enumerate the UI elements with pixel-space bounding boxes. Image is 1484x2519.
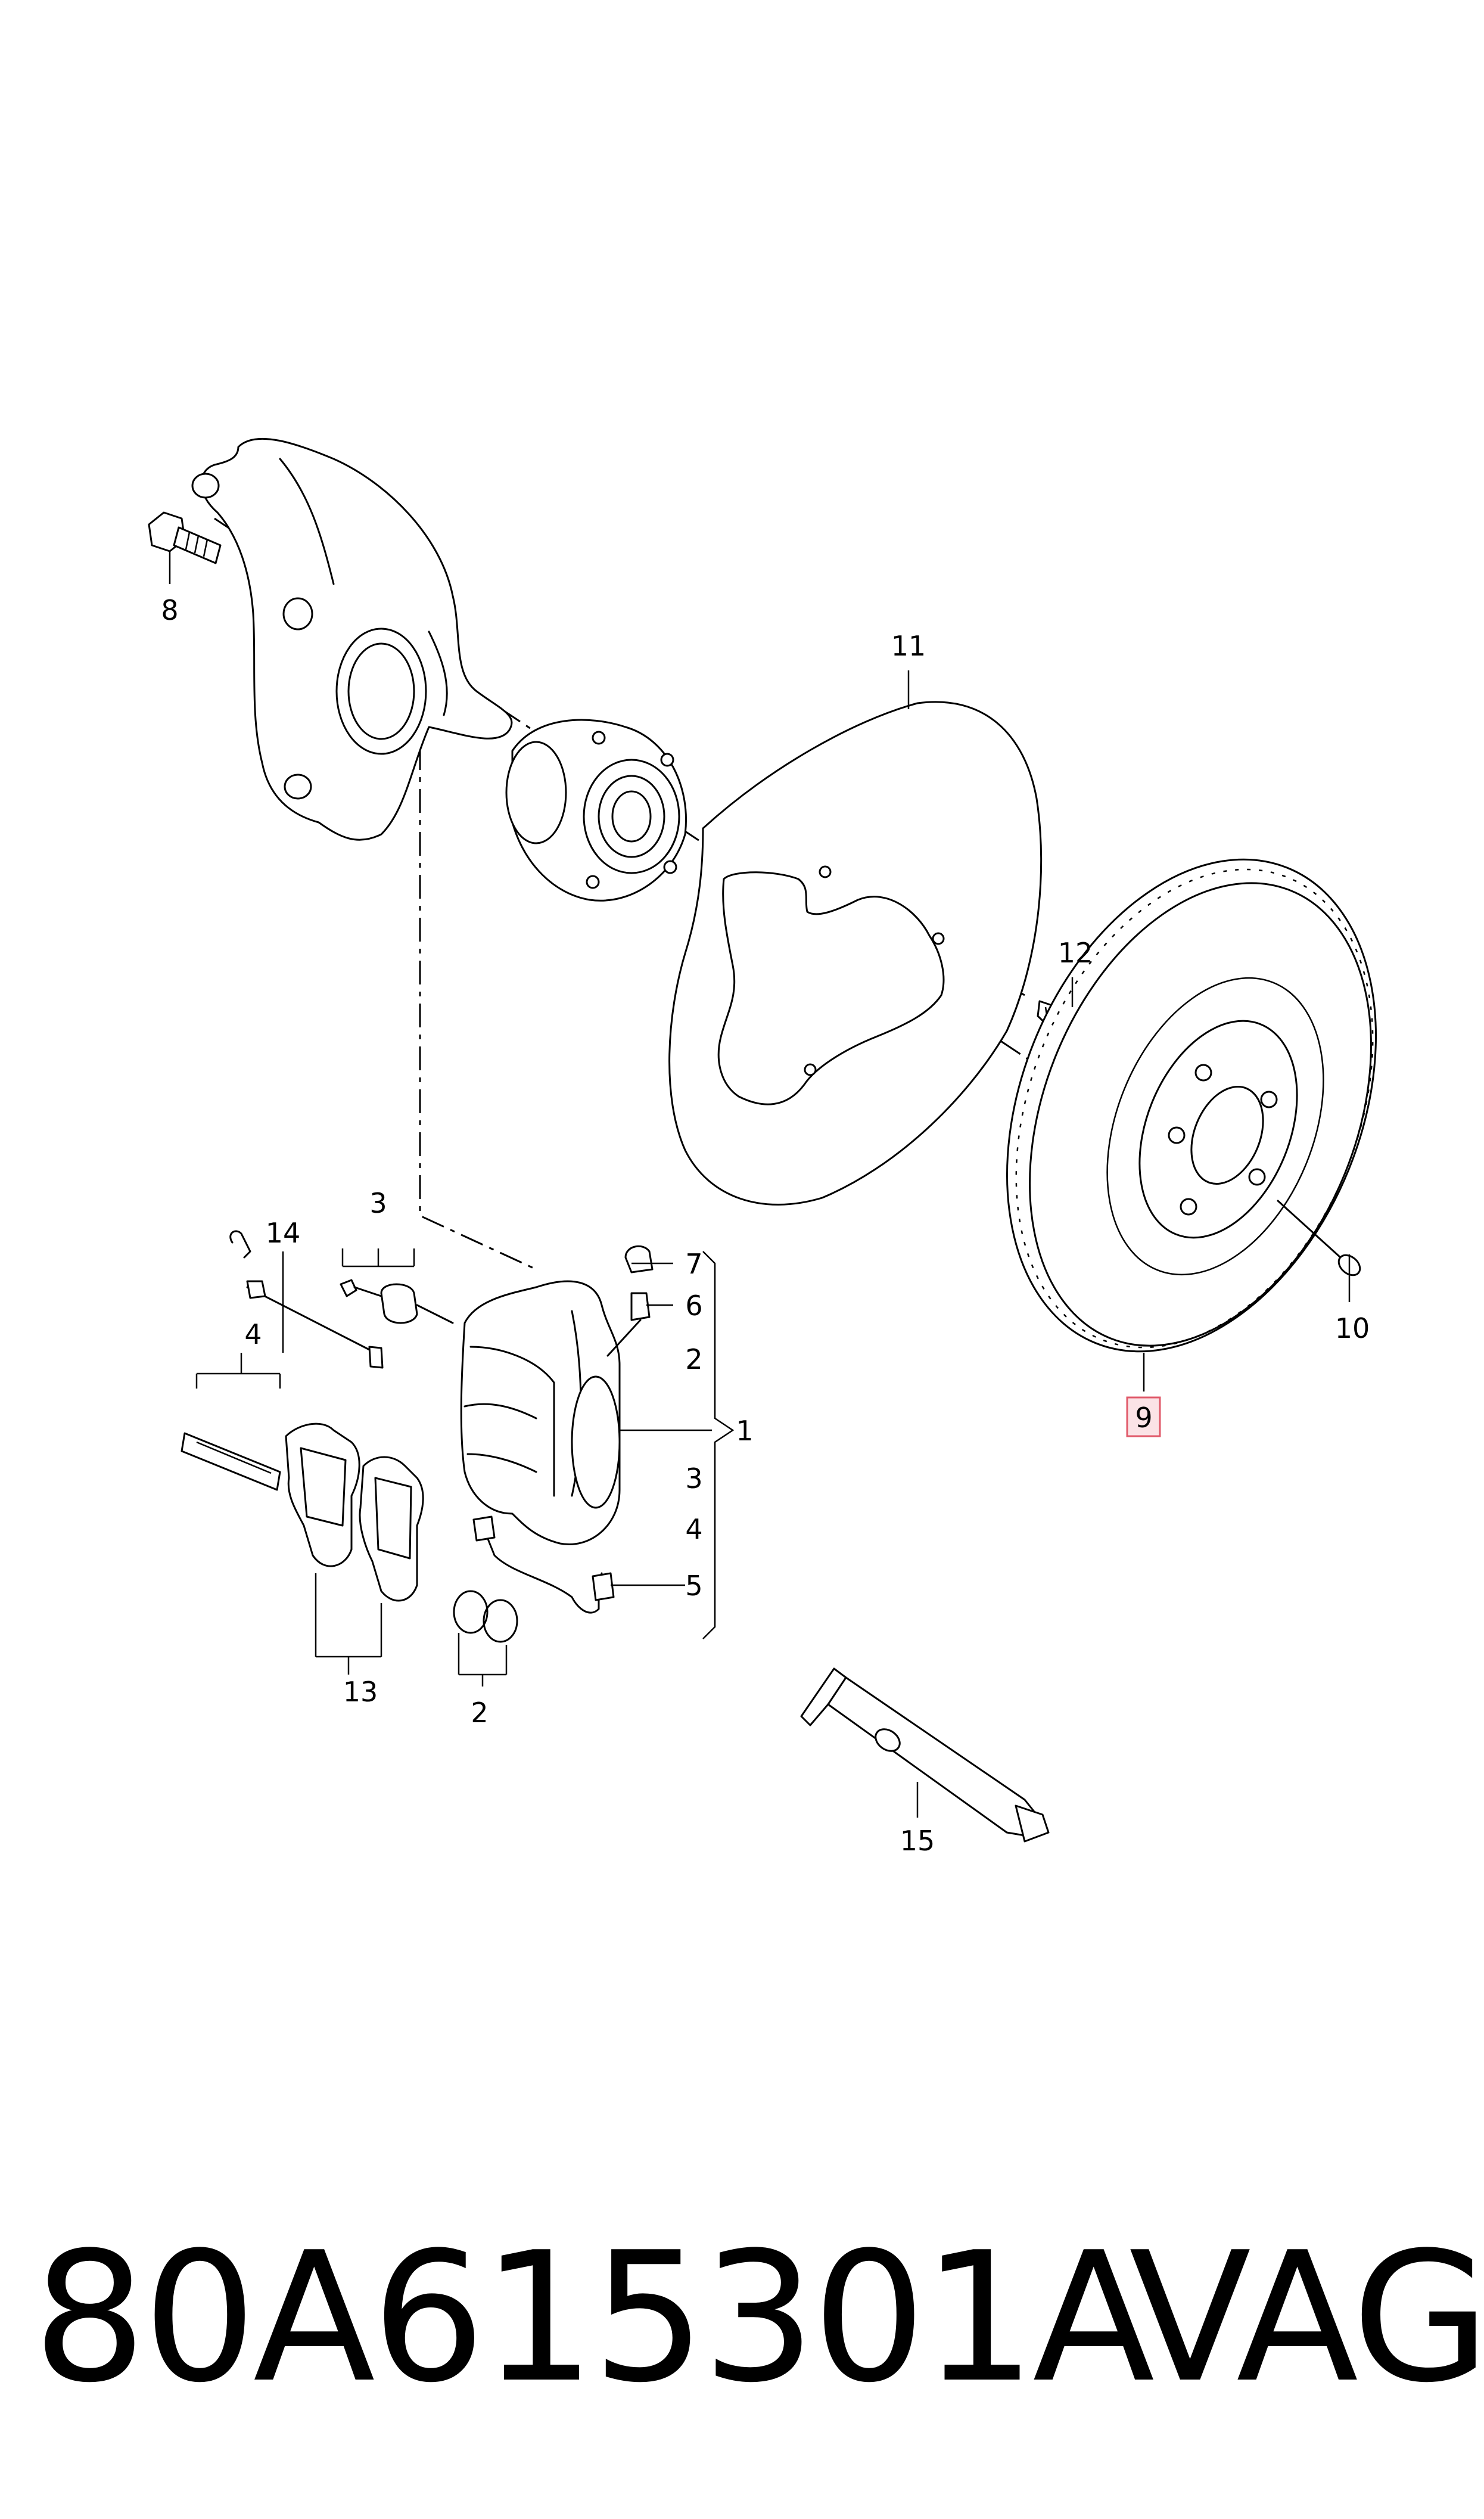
- callout-leaders: [169, 551, 1351, 1818]
- part-11-splash-shield: [668, 701, 1043, 1206]
- callout-2-right: 2: [685, 1343, 702, 1375]
- callout-3-right: 3: [685, 1462, 702, 1495]
- callout-10: 10: [1335, 1312, 1370, 1344]
- part-wheel-hub: [505, 719, 687, 902]
- callout-5: 5: [685, 1570, 702, 1602]
- callout-11: 11: [891, 630, 926, 662]
- callout-labels: 8 11 12 10 9 3 14 4 7 6 2 1 3 4 5 13 2 1…: [161, 594, 1370, 1857]
- callout-14: 14: [266, 1217, 301, 1249]
- callout-4-left: 4: [244, 1318, 262, 1350]
- callout-15: 15: [900, 1825, 935, 1857]
- part-steering-knuckle: [191, 437, 513, 841]
- callout-12: 12: [1058, 937, 1093, 969]
- callout-9: 9: [1135, 1402, 1152, 1434]
- part-8-knuckle-bolt: [148, 511, 222, 564]
- callout-6: 6: [685, 1290, 702, 1322]
- part-3-guide-pin: [340, 1279, 454, 1324]
- part-1-brake-caliper: [460, 1280, 621, 1545]
- part-14-wear-sensor: [229, 1230, 384, 1369]
- callout-4-right: 4: [685, 1513, 702, 1545]
- part-13-brake-pads: [285, 1422, 424, 1602]
- part-5-brake-hose: [472, 1515, 615, 1614]
- part-number-label: 80A615301A: [33, 2214, 1155, 2422]
- callout-13: 13: [343, 1676, 378, 1708]
- callout-3-top: 3: [369, 1187, 387, 1219]
- brand-label: VAG: [1129, 2214, 1484, 2422]
- part-15-grease-tube: [800, 1667, 1050, 1843]
- callout-9-highlight: [1126, 1396, 1161, 1437]
- part-9-brake-disc: [1006, 858, 1377, 1353]
- callout-8: 8: [161, 594, 178, 626]
- callout-2-bottom: 2: [471, 1697, 488, 1729]
- part-2-retaining-rings: [453, 1590, 518, 1643]
- part-6-7-bleeder-valve: [606, 1245, 654, 1357]
- callout-1: 1: [736, 1415, 753, 1447]
- callout-7: 7: [685, 1248, 702, 1280]
- part-4-pad-shim: [181, 1432, 281, 1491]
